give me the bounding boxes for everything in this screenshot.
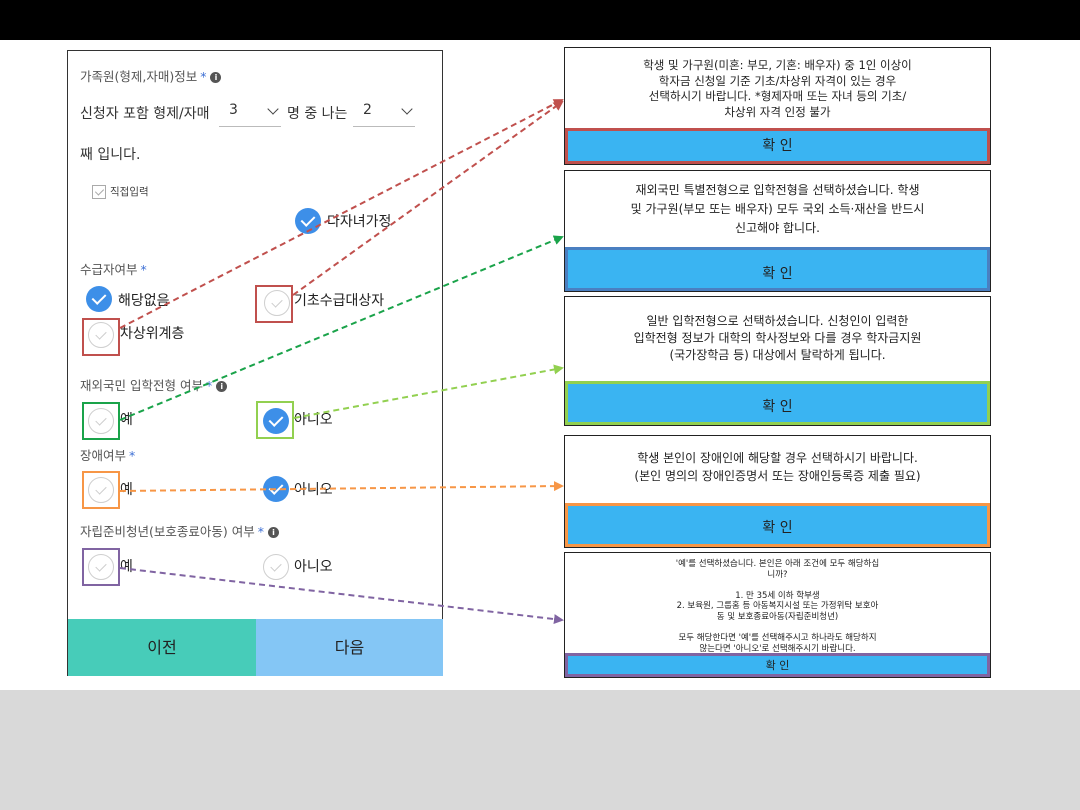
confirm-button[interactable]: 확 인 <box>565 653 990 677</box>
direct-input-checkbox[interactable] <box>92 185 106 199</box>
highlight-box-overseas-no <box>256 401 294 439</box>
bottom-gray-bar <box>0 690 1080 810</box>
top-black-bar <box>0 0 1080 40</box>
overseas-admission-label: 재외국민 입학전형 여부*i <box>80 375 228 394</box>
dialog-youth-independence-notice: '예'를 선택하셨습니다. 본인은 아래 조건에 모두 해당하십 니까? 1. … <box>564 552 991 678</box>
dialog-disability-notice: 학생 본인이 장애인에 해당할 경우 선택하시기 바랍니다. (본인 명의의 장… <box>564 435 991 548</box>
confirm-button[interactable]: 확 인 <box>565 247 990 291</box>
youth-no-label: 아니오 <box>294 559 333 575</box>
dialog-general-admission-notice: 일반 입학전형으로 선택하셨습니다. 신청인이 입력한 입학전형 정보가 대학의… <box>564 296 991 426</box>
sibling-middle-text: 명 중 나는 <box>287 106 348 122</box>
disability-no-label: 아니오 <box>294 482 333 498</box>
highlight-box-disability-yes <box>82 471 120 509</box>
application-form-screen: 가족원(형제,자매)정보*i 신청자 포함 형제/자매 3 명 중 나는 2 째… <box>67 50 443 676</box>
highlight-box-near-poor <box>82 318 120 356</box>
recipient-near-poor-radio[interactable] <box>88 322 114 348</box>
confirm-button[interactable]: 확 인 <box>565 503 990 547</box>
next-button[interactable]: 다음 <box>256 619 443 676</box>
info-icon[interactable]: i <box>210 72 222 83</box>
youth-no-radio[interactable] <box>263 554 289 580</box>
dialog-message: '예'를 선택하셨습니다. 본인은 아래 조건에 모두 해당하십 니까? 1. … <box>675 559 880 654</box>
overseas-no-label: 아니오 <box>294 412 333 428</box>
chevron-down-icon <box>267 103 279 115</box>
highlight-box-basic-recipient <box>255 285 293 323</box>
confirm-button[interactable]: 확 인 <box>565 128 990 164</box>
dialog-message: 학생 및 가구원(미혼: 부모, 기혼: 배우자) 중 1인 이상이 학자금 신… <box>643 58 912 119</box>
disability-no-radio[interactable] <box>263 476 289 502</box>
direct-input-label: 직접입력 <box>110 186 149 198</box>
dialog-overseas-notice: 재외국민 특별전형으로 입학전형을 선택하셨습니다. 학생 및 가구원(부모 또… <box>564 170 991 292</box>
multi-child-radio[interactable] <box>295 208 321 234</box>
disability-yes-label: 예 <box>120 482 133 498</box>
disability-yes-radio[interactable] <box>88 477 114 503</box>
info-icon[interactable]: i <box>216 381 228 392</box>
recipient-label: 수급자여부* <box>80 262 147 277</box>
disability-label: 장애여부* <box>80 448 136 463</box>
sibling-prefix-text: 신청자 포함 형제/자매 <box>80 106 210 122</box>
youth-yes-label: 예 <box>120 559 133 575</box>
confirm-button[interactable]: 확 인 <box>565 381 990 425</box>
overseas-yes-radio[interactable] <box>88 408 114 434</box>
dialog-message: 재외국민 특별전형으로 입학전형을 선택하셨습니다. 학생 및 가구원(부모 또… <box>630 183 925 235</box>
highlight-box-overseas-yes <box>82 402 120 440</box>
prev-button[interactable]: 이전 <box>68 619 256 676</box>
family-info-label: 가족원(형제,자매)정보*i <box>80 66 222 85</box>
recipient-basic-label: 기초수급대상자 <box>294 293 385 309</box>
chevron-down-icon <box>401 103 413 115</box>
recipient-none-label: 해당없음 <box>118 293 170 309</box>
sibling-order-select[interactable]: 2 <box>353 102 415 127</box>
recipient-none-radio[interactable] <box>86 286 112 312</box>
dialog-recipient-notice: 학생 및 가구원(미혼: 부모, 기혼: 배우자) 중 1인 이상이 학자금 신… <box>564 47 991 165</box>
info-icon[interactable]: i <box>267 527 279 538</box>
dialog-message: 일반 입학전형으로 선택하셨습니다. 신청인이 입력한 입학전형 정보가 대학의… <box>633 314 922 362</box>
multi-child-label: 다자녀가정 <box>327 214 392 230</box>
sibling-suffix-text: 째 입니다. <box>80 147 141 163</box>
sibling-total-select[interactable]: 3 <box>219 102 281 127</box>
recipient-near-poor-label: 차상위계층 <box>120 326 185 342</box>
dialog-message: 학생 본인이 장애인에 해당할 경우 선택하시기 바랍니다. (본인 명의의 장… <box>634 451 921 483</box>
youth-independence-label: 자립준비청년(보호종료아동) 여부*i <box>80 521 279 540</box>
overseas-yes-label: 예 <box>120 412 133 428</box>
highlight-box-youth-yes <box>82 548 120 586</box>
youth-yes-radio[interactable] <box>88 554 114 580</box>
